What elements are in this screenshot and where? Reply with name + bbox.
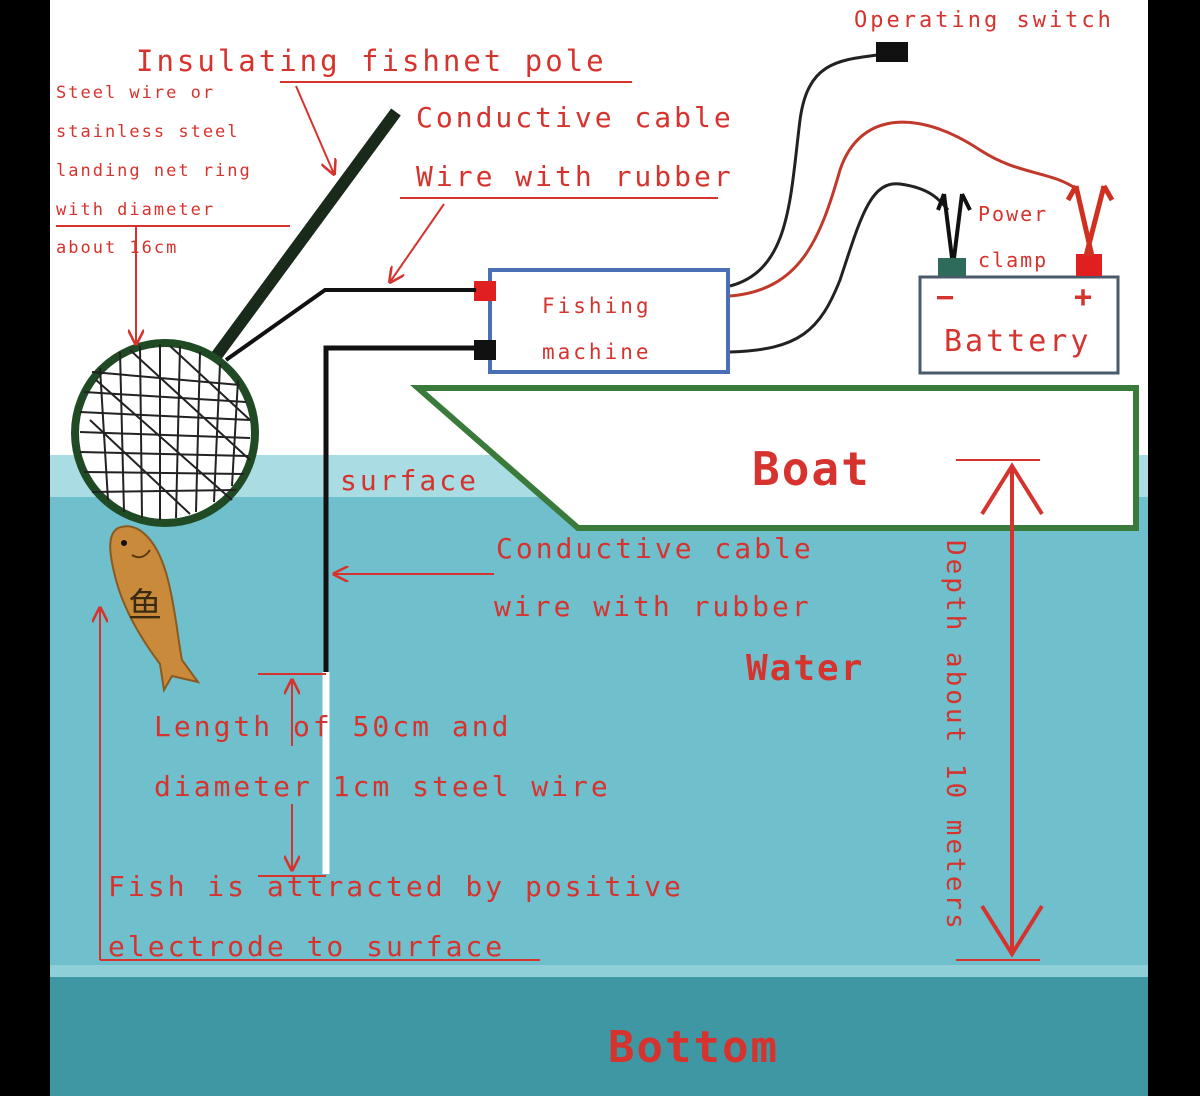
battery-minus-sign: − [936,280,958,315]
bottom-label: Bottom [608,1022,779,1073]
steel-wire-label-1: Steel wire or [56,83,216,103]
conductive-cable-mid-label: Conductive cable [496,532,814,565]
operating-switch [876,42,908,62]
fish-attract-label-2: electrode to surface [108,930,506,963]
power-clamp-label-2: clamp [978,248,1049,272]
wire-rubber-top-label: Wire with rubber [416,160,734,193]
boat-hull [410,385,1139,531]
red-power-cable [729,120,1079,298]
steel-wire-label-2: stainless steel [56,122,240,142]
water-area [50,497,1148,965]
arrow-to-pole [295,85,334,174]
machine-negative-port [474,340,496,360]
steel-wire-label-4: with diameter [56,200,216,220]
fish-attract-label-1: Fish is attracted by positive [108,870,684,903]
operating-switch-label: Operating switch [854,8,1114,33]
fish [109,525,201,693]
insulating-pole-label: Insulating fishnet pole [136,44,607,78]
boat-label: Boat [752,442,871,496]
lower-water-band [50,965,1148,977]
insulating-pole [201,108,401,374]
fishing-machine-box [488,268,730,374]
fish-eye [121,540,127,546]
length-label-2: diameter 1cm steel wire [154,770,611,803]
net-mesh [79,344,251,520]
bottom-area [50,977,1148,1096]
arrow-to-top-cable [390,203,445,282]
conductive-cable-top-label: Conductive cable [416,101,734,134]
switch-cable [729,52,886,288]
depth-label: Depth about 10 meters [940,540,970,932]
fish-character: 鱼 [128,586,162,626]
battery-positive-terminal [1076,254,1102,276]
battery-box [918,275,1120,375]
depth-arrow [980,462,1044,958]
battery-negative-terminal [938,258,966,276]
black-power-cable [729,182,950,354]
left-border [0,0,50,1096]
cable-machine-to-water [323,345,476,672]
battery-plus-sign: + [1074,280,1096,315]
black-clamp [936,193,972,259]
cable-net-to-machine [224,288,476,362]
steel-wire-label-3: landing net ring [56,161,252,181]
battery-label: Battery [944,324,1092,359]
length-label-1: Length of 50cm and [154,710,512,743]
surface-label: surface [340,464,480,497]
right-border [1148,0,1200,1096]
steel-wire-label-5: about 16cm [56,238,179,258]
fishing-machine-label-1: Fishing [542,294,652,318]
power-clamp-label-1: Power [978,202,1049,226]
fish-gill [131,549,151,559]
red-clamp [1065,184,1115,257]
machine-positive-port [474,281,496,301]
fishing-machine-label-2: machine [542,340,652,364]
wire-rubber-mid-label: wire with rubber [494,590,812,623]
water-label: Water [746,648,865,689]
